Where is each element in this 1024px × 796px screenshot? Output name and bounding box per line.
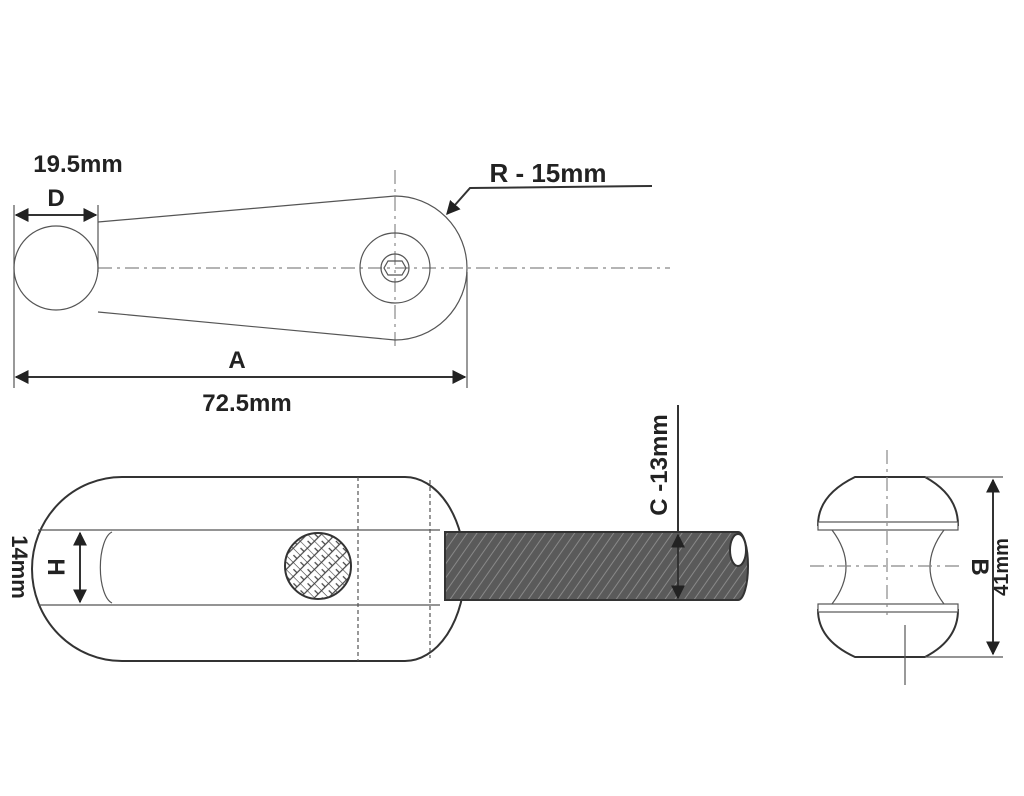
lever-ball-end (13, 225, 99, 311)
end-view-knob: B 41mm (810, 450, 1013, 685)
hex-socket-icon (383, 260, 407, 276)
radius-leader (446, 185, 653, 216)
b-value: 41mm (991, 538, 1013, 596)
b-letter: B (966, 558, 993, 575)
knob-bottom-lobe (816, 609, 960, 658)
knob-top-lobe (816, 476, 960, 526)
a-value: 72.5mm (202, 390, 291, 417)
lever-body-outline (31, 476, 467, 662)
rod (444, 531, 749, 601)
slot-end (99, 531, 113, 604)
h-letter: H (42, 558, 69, 575)
a-letter: A (228, 347, 245, 374)
c-label: C -13mm (646, 414, 673, 515)
h-value: 14mm (7, 535, 32, 599)
woven-insert (284, 532, 352, 600)
d-letter: D (47, 185, 64, 212)
top-view-lever: D 19.5mm A 72.5mm R - 15mm (13, 151, 670, 417)
knob-waist (831, 529, 945, 605)
radius-label: R - 15mm (489, 158, 606, 188)
pivot-hole (380, 253, 410, 283)
d-value: 19.5mm (33, 151, 122, 178)
pivot-boss (359, 232, 431, 304)
side-view-lever: H 14mm C -13mm (7, 405, 749, 662)
lever-arm-outline (97, 195, 468, 341)
